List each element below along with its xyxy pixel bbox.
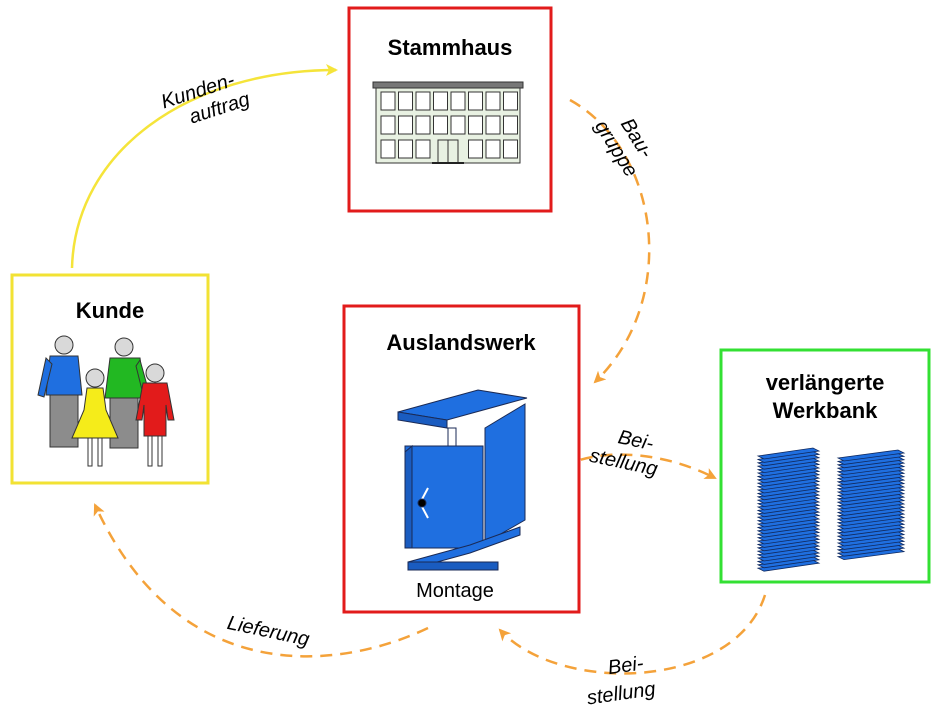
werkbank-title-line1: verlängerte — [766, 370, 885, 395]
montage-label: Montage — [416, 580, 494, 602]
svg-text:Bei-: Bei- — [607, 652, 646, 679]
beistellung-back-arrow — [498, 594, 767, 675]
baugruppe-arrow — [569, 98, 651, 384]
auslandswerk-title: Auslandswerk — [386, 330, 536, 355]
baugruppe-label: Bau- gruppe — [590, 114, 657, 180]
node-auslandswerk: Auslandswerk Montage — [342, 304, 581, 614]
lieferung-arrow — [93, 503, 429, 658]
node-werkbank: verlängerte Werkbank — [719, 348, 931, 584]
lieferung-label: Lieferung — [225, 612, 311, 651]
werkbank-title-line2: Werkbank — [773, 398, 879, 423]
svg-text:stellung: stellung — [586, 678, 657, 709]
kunde-title: Kunde — [76, 298, 144, 323]
kundenauftrag-arrow — [70, 64, 338, 269]
people-icon — [37, 335, 175, 467]
node-kunde: Kunde — [10, 273, 210, 485]
node-stammhaus: Stammhaus — [347, 6, 553, 213]
stammhaus-title: Stammhaus — [388, 35, 513, 60]
kundenauftrag-label: Kunden- auftrag — [158, 69, 252, 128]
beistellung-out-label: Bei- stellung — [588, 426, 660, 480]
cabinet-icon — [397, 389, 528, 571]
building-icon — [372, 81, 524, 164]
paper-stack-icon — [756, 447, 906, 572]
beistellung-back-label: Bei- stellung — [586, 652, 657, 709]
